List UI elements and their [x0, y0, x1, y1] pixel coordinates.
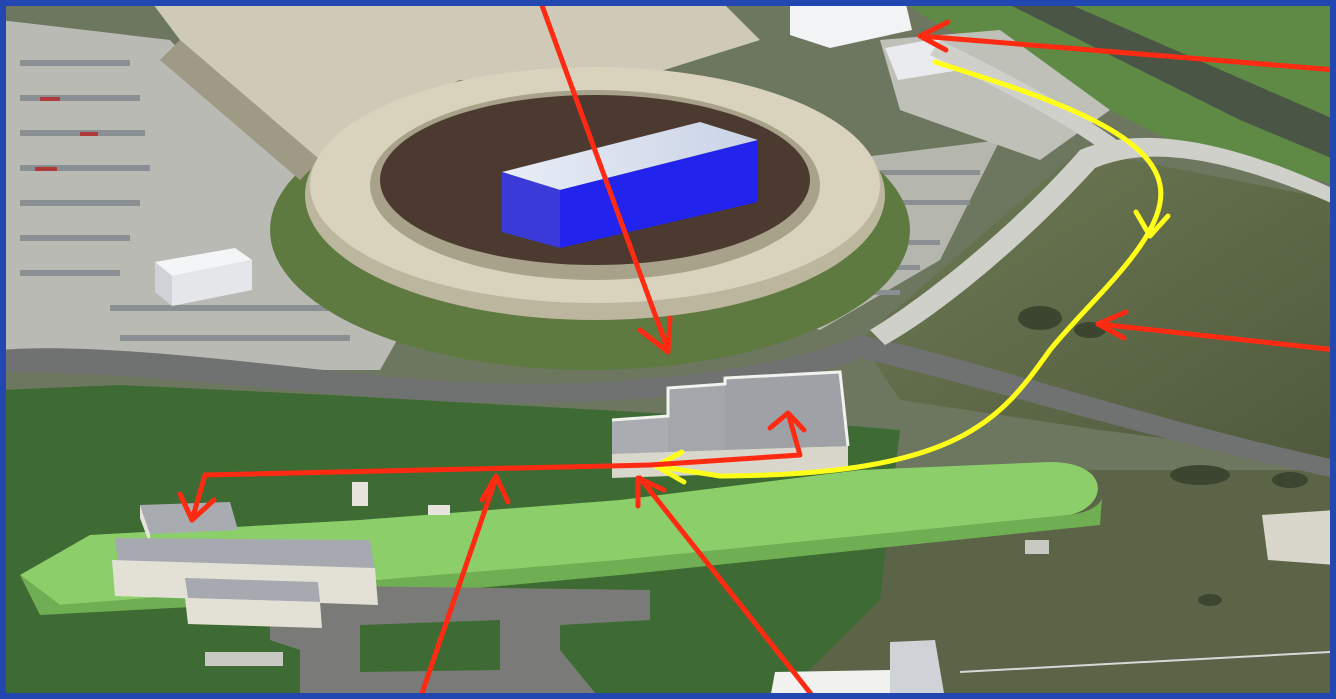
red-arrow-right-head — [1095, 309, 1129, 341]
main-road — [0, 335, 1336, 478]
loop-road-right — [870, 137, 1336, 345]
red-arrow-bottom-center — [637, 475, 818, 699]
left-complex-annex-roof — [185, 578, 320, 602]
building-right-edge — [1262, 510, 1336, 565]
central-roof-edges — [611, 370, 850, 447]
left-complex-main-roof — [115, 538, 375, 570]
white-building-left-front — [155, 262, 172, 306]
white-pad-bottom-right — [770, 670, 890, 699]
red-arrow-bottom-center-head — [635, 475, 667, 509]
red-arrow-right — [1095, 321, 1336, 353]
yellow-beam-path — [653, 59, 1164, 479]
equipment-boxes — [205, 540, 1049, 666]
red-arrow-top-center — [537, 0, 671, 353]
small-hut-2 — [428, 505, 450, 515]
red-arrow-top-right-head — [917, 19, 951, 53]
lower-pad-lawn — [360, 620, 500, 672]
red-arrow-top-center-head — [637, 315, 673, 355]
white-building-top-right — [790, 0, 912, 48]
yellow-chevron — [1133, 209, 1171, 239]
small-hut-1 — [352, 482, 368, 506]
tree-clusters — [1018, 306, 1308, 606]
blue-hall-top — [502, 122, 758, 190]
beamline-berm-shadow — [20, 498, 1102, 615]
central-roof-2 — [668, 384, 725, 452]
white-building-left-side — [172, 260, 252, 306]
red-arrow-beamline-head-up — [767, 410, 807, 433]
red-arrows — [177, 0, 1336, 699]
fence-line — [959, 651, 1331, 673]
blue-hall-side — [560, 140, 758, 248]
red-arrow-top-right — [917, 33, 1336, 73]
left-complex-annex-front — [185, 598, 322, 628]
red-arrow-beamline-head-left — [177, 491, 217, 523]
main-building-wing-shadow — [160, 40, 320, 180]
red-arrow-bottom-left — [417, 475, 499, 699]
canal — [1000, 0, 1336, 160]
tower-bottom-right — [890, 640, 945, 699]
central-roof-1 — [612, 416, 668, 454]
red-arrow-bottom-left-head — [479, 473, 511, 505]
left-complex-tower-front — [140, 505, 150, 545]
red-arrow-beamline — [189, 410, 803, 523]
blue-hall-front — [502, 172, 560, 248]
main-building-wing — [150, 0, 760, 160]
white-building-left-top — [155, 248, 252, 276]
loop-road-top — [930, 40, 1130, 160]
